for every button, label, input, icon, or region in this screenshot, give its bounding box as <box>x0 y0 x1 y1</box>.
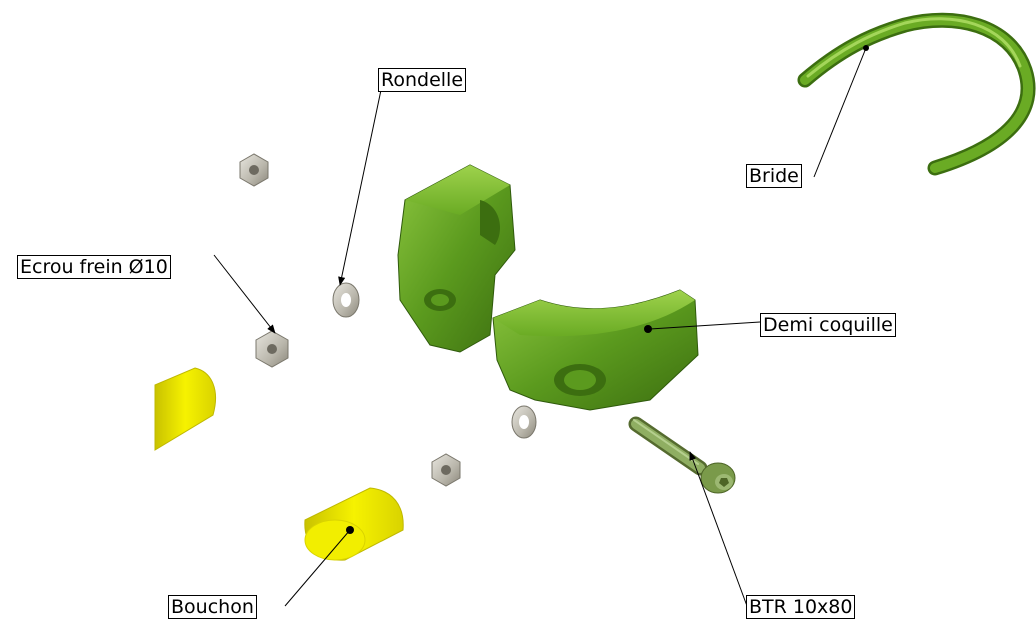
nut-part <box>255 330 289 368</box>
label-btr: BTR 10x80 <box>746 595 856 619</box>
leader-rondelle <box>338 89 382 286</box>
half-shell-part <box>397 164 516 353</box>
label-bouchon: Bouchon <box>168 595 257 619</box>
washer-part <box>332 282 360 318</box>
washer-part <box>511 405 537 439</box>
plug-part <box>304 487 404 561</box>
leader-ecrou <box>213 254 276 334</box>
screw-part <box>628 416 736 494</box>
leader-bride <box>813 47 867 178</box>
leader-demi-coquille <box>649 321 761 330</box>
leader-bride-dot <box>863 45 869 51</box>
bride-part <box>797 12 1036 176</box>
leader-lines <box>213 45 869 607</box>
label-ecrou-frein: Ecrou frein Ø10 <box>17 255 171 279</box>
leader-bouchon <box>284 529 351 607</box>
leader-btr <box>689 451 748 607</box>
nut-part <box>431 453 461 487</box>
half-shell-part <box>492 289 699 411</box>
label-bride: Bride <box>746 164 802 188</box>
label-demi-coquille: Demi coquille <box>760 313 896 337</box>
label-rondelle: Rondelle <box>378 68 467 92</box>
nut-part <box>239 153 269 187</box>
plug-part <box>154 367 217 451</box>
